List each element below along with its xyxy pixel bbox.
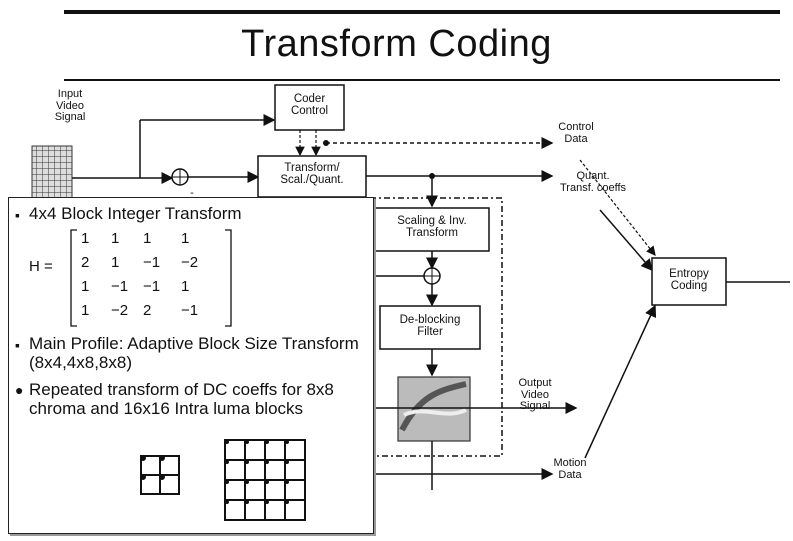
- matrix-cell: −1: [181, 302, 198, 319]
- matrix-cell: −2: [181, 254, 198, 271]
- matrix-cell: 2: [81, 254, 89, 271]
- matrix-name: H =: [29, 258, 53, 275]
- bullet-3-marker: ●: [15, 382, 23, 398]
- quant-coeffs-label: Quant.Transf. coeffs: [553, 171, 633, 194]
- bullet-3-text: Repeated transform of DC coeffs for 8x8 …: [29, 380, 361, 418]
- bullet-1-text: 4x4 Block Integer Transform: [29, 204, 359, 223]
- input-video-thumbnail: [32, 146, 72, 198]
- dc-coeff-block-icons: [135, 436, 335, 526]
- matrix-cell: 1: [81, 230, 89, 247]
- matrix-cell: −2: [111, 302, 128, 319]
- matrix-brackets: [69, 226, 259, 330]
- matrix-cell: 1: [111, 254, 119, 271]
- matrix-cell: 1: [143, 230, 151, 247]
- matrix-cell: 1: [181, 278, 189, 295]
- matrix-cell: 2: [143, 302, 151, 319]
- scaling-label: Scaling & Inv.Transform: [375, 215, 489, 239]
- bullet-2-marker: ▪: [15, 337, 20, 353]
- matrix-cell: −1: [143, 254, 160, 271]
- bullet-2-text: Main Profile: Adaptive Block Size Transf…: [29, 334, 359, 372]
- matrix-cell: 1: [81, 278, 89, 295]
- luma-4x4-block-icon: [225, 440, 305, 520]
- matrix-cell: −1: [111, 278, 128, 295]
- chroma-2x2-block-icon: [141, 456, 179, 494]
- matrix-cell: −1: [143, 278, 160, 295]
- transform-info-panel: ▪ 4x4 Block Integer Transform H = 1 1 1 1 2 1…: [8, 197, 374, 534]
- transform-label: Transform/Scal./Quant.: [258, 162, 366, 186]
- matrix-cell: 1: [181, 230, 189, 247]
- matrix-cell: 1: [111, 230, 119, 247]
- matrix-cell: 1: [81, 302, 89, 319]
- luma-dc-dots: [225, 440, 289, 504]
- bullet-1-marker: ▪: [15, 207, 20, 223]
